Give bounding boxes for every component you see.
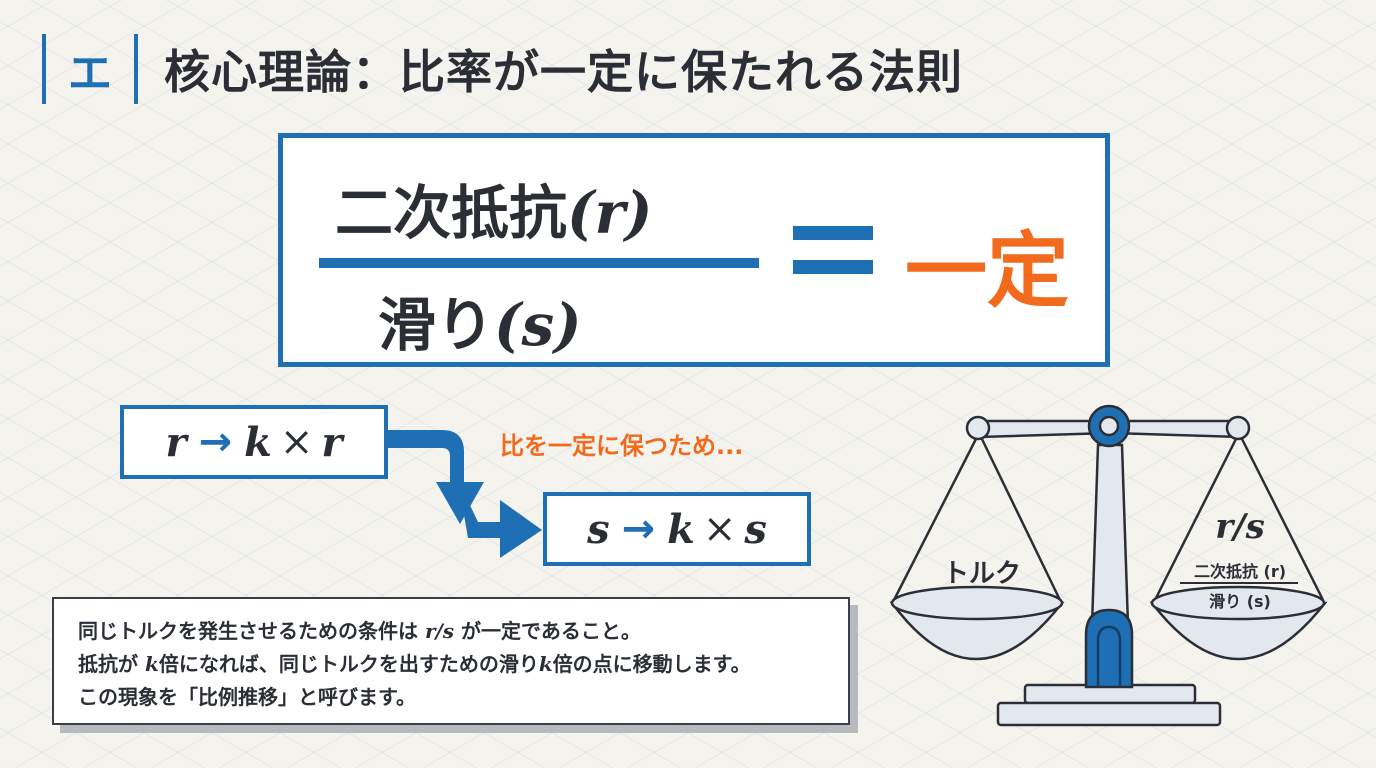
numerator-symbol: (r)	[567, 179, 653, 247]
line2-text-end: 倍の点に移動します。	[552, 652, 751, 676]
main-formula-box: 二次抵抗(r) 滑り(s) 一定	[278, 133, 1110, 367]
times-sign: ×	[702, 506, 737, 552]
page-title: 核心理論：比率が一定に保たれる法則	[164, 45, 963, 99]
r-symbol: r	[321, 418, 343, 466]
description-line-2: 抵抗が k倍になれば、同じトルクを出すための滑りk倍の点に移動します。	[78, 648, 824, 681]
section-letter: エ	[68, 48, 112, 99]
description-line-1: 同じトルクを発生させるための条件は r/s が一定であること。	[78, 615, 824, 648]
page-header: エ 核心理論：比率が一定に保たれる法則	[42, 34, 963, 104]
k-symbol: k	[667, 505, 695, 553]
denominator-text: 滑り	[378, 291, 495, 359]
slip-scaling-box: s → k × s	[543, 492, 811, 566]
s-symbol: s	[587, 505, 610, 553]
denominator-symbol: (s)	[494, 291, 582, 359]
s-symbol: s	[744, 505, 767, 553]
formula-denominator: 滑り(s)	[378, 278, 582, 362]
k-symbol: k	[538, 652, 553, 676]
scale-numerator-label: 二次抵抗 (r)	[1193, 562, 1287, 581]
formula-result: 一定	[905, 224, 1070, 319]
description-line-3: この現象を「比例推移」と呼びます。	[78, 685, 416, 709]
numerator-text: 二次抵抗	[335, 179, 568, 247]
k-symbol: k	[244, 418, 272, 466]
ratio-label: r/s	[1215, 507, 1265, 547]
line2-text-mid: 倍になれば、同じトルクを出すための滑り	[158, 652, 539, 676]
line2-text: 抵抗が	[78, 652, 138, 676]
torque-label: トルク	[942, 559, 1021, 589]
description-box: 同じトルクを発生させるための条件は r/s が一定であること。 抵抗が k倍にな…	[52, 597, 850, 725]
equals-sign	[793, 226, 873, 278]
flow-arrow-icon	[388, 430, 542, 558]
fraction-line	[319, 258, 759, 268]
times-sign: ×	[279, 419, 314, 465]
keep-ratio-note: 比を一定に保つため...	[500, 432, 744, 460]
r-symbol: r	[165, 418, 187, 466]
resistance-scaling-box: r → k × r	[120, 405, 388, 479]
header-bar-left	[42, 34, 46, 104]
ratio-symbol: r/s	[424, 619, 455, 643]
line1-text: 同じトルクを発生させるための条件は	[78, 619, 418, 643]
line1-text-end: が一定であること。	[461, 619, 641, 643]
balance-scale-illustration: トルク r/s 二次抵抗 (r) 滑り (s)	[880, 395, 1340, 735]
right-arrow-icon: →	[198, 419, 233, 465]
header-bar-right	[134, 34, 138, 104]
scale-denominator-label: 滑り (s)	[1209, 592, 1271, 611]
right-arrow-icon: →	[621, 506, 656, 552]
formula-numerator: 二次抵抗(r)	[335, 166, 652, 250]
k-symbol: k	[144, 652, 159, 676]
balance-scale-icon	[889, 404, 1328, 727]
